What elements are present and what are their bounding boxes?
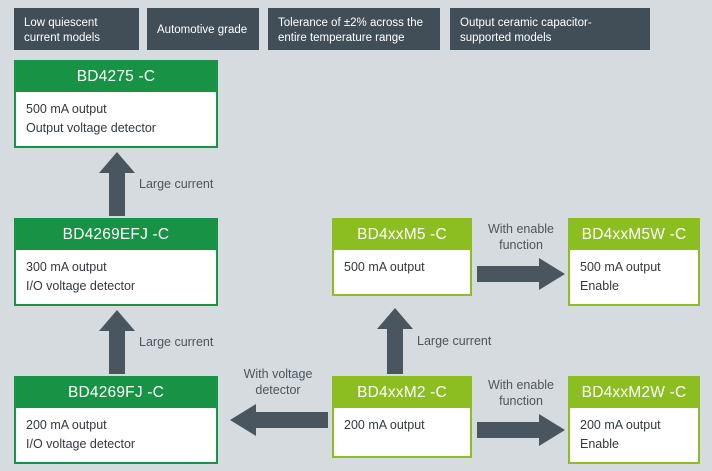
feature-ceramic-capacitor: Output ceramic capacitor- supported mode… [450,8,650,50]
arrow-label-with-enable-upper: With enable function [475,221,567,253]
product-specs: 500 mA output Output voltage detector [16,92,216,146]
product-title: BD4269EFJ -C [16,220,216,250]
arrow-label-line: With enable [487,378,554,392]
product-title: BD4xxM2 -C [334,378,470,408]
arrow-label-line: Large current [139,177,214,191]
arrow-right-m5-enable [477,258,565,290]
product-title: BD4269FJ -C [16,378,216,408]
product-card-bd4xxm5w-c[interactable]: BD4xxM5W -C 500 mA output Enable [568,218,700,306]
product-spec-line: 300 mA output [26,260,107,274]
feature-line: Tolerance of ±2% across the [278,17,424,29]
product-specs: 200 mA output Enable [570,408,698,462]
arrow-left-voltage-detector [230,404,328,436]
product-spec-line: Enable [580,437,619,451]
product-spec-line: 200 mA output [580,418,661,432]
arrow-label-line: Large current [139,335,214,349]
feature-tolerance: Tolerance of ±2% across the entire tempe… [268,8,440,50]
arrow-up-left-upper [99,152,135,216]
product-spec-line: Output voltage detector [26,121,156,135]
feature-line: Low quiescent [24,17,98,29]
arrow-label-line: With voltage [243,367,313,381]
feature-automotive-grade: Automotive grade [147,8,259,50]
arrow-right-m2-enable [477,414,565,446]
feature-low-quiescent: Low quiescent current models [14,8,139,50]
product-title: BD4xxM5 -C [334,220,470,250]
arrow-label-line: function [499,238,543,252]
product-card-bd4xxm2-c[interactable]: BD4xxM2 -C 200 mA output [332,376,472,458]
arrow-label-large-current-lower: Large current [139,334,213,350]
feature-line: supported models [460,32,552,44]
arrow-label-large-current-middle: Large current [417,333,491,349]
product-card-bd4xxm5-c[interactable]: BD4xxM5 -C 500 mA output [332,218,472,296]
arrow-up-left-lower [99,310,135,374]
arrow-label-line: detector [255,383,301,397]
product-spec-line: 200 mA output [26,418,107,432]
arrow-label-with-voltage-detector: With voltage detector [228,366,328,398]
arrow-label-line: With enable [487,222,554,236]
product-title: BD4275 -C [16,62,216,92]
product-title: BD4xxM5W -C [570,220,698,250]
product-card-bd4269fj-c[interactable]: BD4269FJ -C 200 mA output I/O voltage de… [14,376,218,464]
product-title: BD4xxM2W -C [570,378,698,408]
arrow-label-line: Large current [417,334,492,348]
feature-line: entire temperature range [278,32,405,44]
product-spec-line: 500 mA output [580,260,661,274]
product-card-bd4269efj-c[interactable]: BD4269EFJ -C 300 mA output I/O voltage d… [14,218,218,306]
product-specs: 200 mA output I/O voltage detector [16,408,216,462]
feature-line: Output ceramic capacitor- [460,17,592,29]
arrow-label-with-enable-lower: With enable function [475,377,567,409]
product-card-bd4xxm2w-c[interactable]: BD4xxM2W -C 200 mA output Enable [568,376,700,464]
product-spec-line: 500 mA output [26,102,107,116]
product-specs: 500 mA output [334,250,470,294]
arrow-label-large-current-upper: Large current [139,176,213,192]
product-spec-line: 200 mA output [344,418,425,432]
feature-line: current models [24,32,101,44]
product-specs: 200 mA output [334,408,470,456]
arrow-label-line: function [499,394,543,408]
feature-line: Automotive grade [157,24,248,36]
product-specs: 300 mA output I/O voltage detector [16,250,216,304]
arrow-up-middle [377,308,413,374]
product-spec-line: 500 mA output [344,260,425,274]
product-spec-line: I/O voltage detector [26,279,136,293]
product-card-bd4275-c[interactable]: BD4275 -C 500 mA output Output voltage d… [14,60,218,148]
product-spec-line: I/O voltage detector [26,437,136,451]
product-specs: 500 mA output Enable [570,250,698,304]
product-spec-line: Enable [580,279,619,293]
